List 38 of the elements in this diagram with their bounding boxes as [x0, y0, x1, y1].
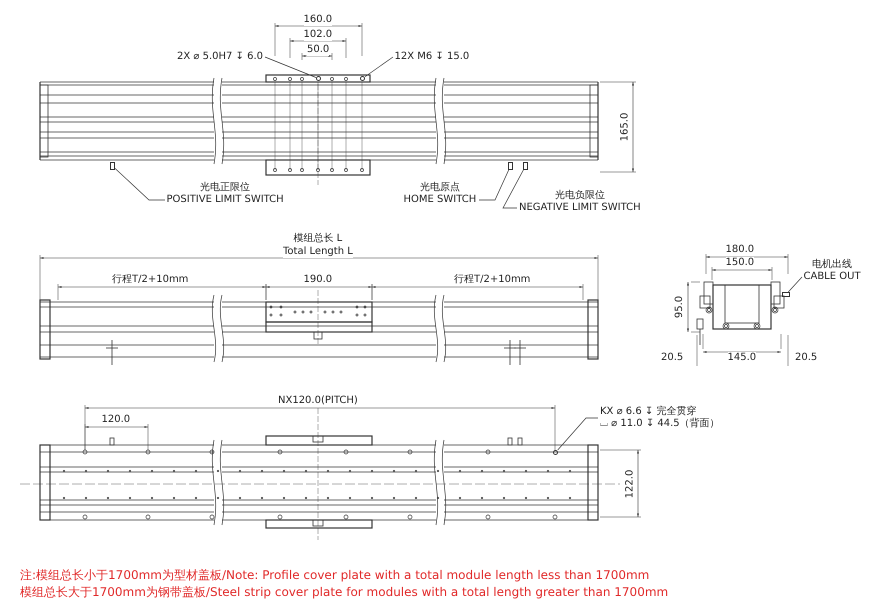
hole-spec-text: ⌴ ⌀ 11.0 ↧ 44.5（背面）: [600, 418, 720, 430]
mounting-hole: [360, 76, 365, 81]
dimension-value: NX120.0(PITCH): [278, 395, 358, 407]
dimension-value: 102.0: [304, 29, 332, 41]
leader-line: [478, 170, 510, 200]
callout-text: 12X M6 ↧ 15.0: [394, 51, 470, 63]
dimension-value: 165.0: [618, 112, 631, 142]
dimension-value: 122.0: [624, 470, 636, 498]
leader-line: [788, 276, 802, 292]
switch-label: NEGATIVE LIMIT SWITCH: [519, 202, 641, 214]
hole-spec-text: KX ⌀ 6.6 ↧ 完全贯穿: [600, 406, 698, 418]
limit-switch-sensor: [110, 162, 115, 170]
dimension-value: 50.0: [307, 44, 330, 56]
note-text: 模组总长大于1700mm为钢带盖板/Steel strip cover plate for modules with a total length greater than 1700mm: [20, 586, 668, 598]
leader-line: [502, 170, 524, 208]
leader-line: [264, 56, 316, 78]
cable-connector: [782, 292, 790, 297]
dimension-value: 行程T/2+10mm: [454, 274, 530, 286]
dimension-value: 160.0: [304, 14, 332, 26]
switch-label: HOME SWITCH: [404, 194, 476, 206]
mounting-hole: [553, 450, 558, 455]
mounting-hole: [316, 76, 321, 81]
cable-label: 电机出线: [811, 259, 854, 271]
dimension-caption: 模组总长 L: [294, 233, 342, 245]
dimension-caption: Total Length L: [283, 246, 353, 258]
switch-label: POSITIVE LIMIT SWITCH: [166, 194, 284, 206]
switch-label: 光电负限位: [554, 190, 606, 202]
limit-switch-sensor: [523, 162, 528, 170]
switch-label: 光电原点: [418, 182, 461, 194]
home-switch-sensor: [508, 162, 513, 170]
leader-line: [557, 418, 598, 450]
dimension-value: 行程T/2+10mm: [112, 274, 188, 286]
leader-line: [114, 168, 166, 200]
switch-label: 光电正限位: [199, 182, 252, 194]
note-text: 注:模组总长小于1700mm为型材盖板/Note: Profile cover plate with a total module length less than 1700mm: [20, 569, 650, 581]
callout-text: 2X ⌀ 5.0H7 ↧ 6.0: [177, 51, 264, 63]
cable-label: CABLE OUT: [804, 271, 861, 283]
leader-line: [364, 56, 394, 78]
